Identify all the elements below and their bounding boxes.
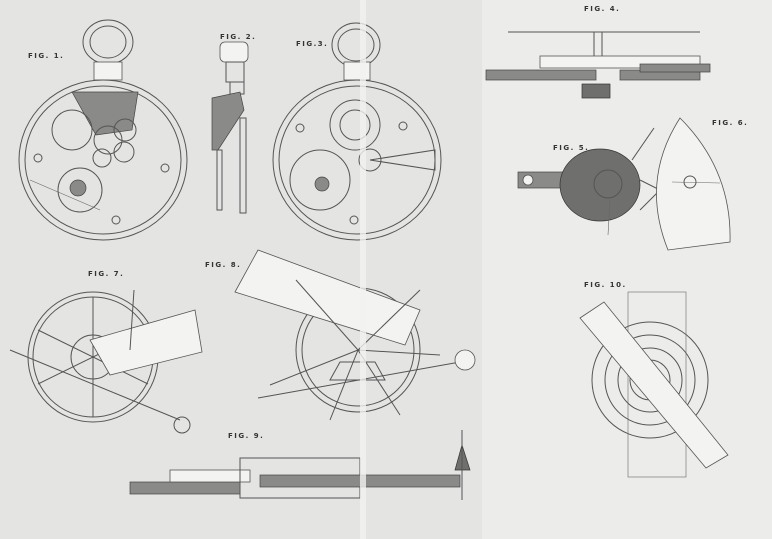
fig3-watch-movement [272, 22, 442, 241]
left-panel [0, 0, 482, 539]
fig3-label: FIG.3. [296, 40, 329, 48]
fig4-cross-section [485, 31, 711, 99]
fig8-escapement-detail [234, 249, 476, 421]
fold-crease [360, 0, 366, 539]
fig8-label: FIG. 8. [205, 261, 242, 269]
fig1-watch-movement [18, 19, 188, 241]
fig2-label: FIG. 2. [220, 33, 257, 41]
fig1-label: FIG. 1. [28, 52, 65, 60]
fig2-pendant-detail [211, 41, 249, 214]
fig10-balance-spring [579, 291, 729, 478]
fig9-side-elevation [129, 430, 471, 500]
fig5-balance-detail [517, 127, 661, 236]
fig4-label: FIG. 4. [584, 5, 621, 13]
fig9-label: FIG. 9. [228, 432, 265, 440]
fig6-label: FIG. 6. [712, 119, 749, 127]
fig5-label: FIG. 5. [553, 144, 590, 152]
fig10-label: FIG. 10. [584, 281, 627, 289]
fig7-escapement-wheel [9, 289, 203, 434]
fig6-curved-plate [656, 117, 731, 251]
fig7-label: FIG. 7. [88, 270, 125, 278]
